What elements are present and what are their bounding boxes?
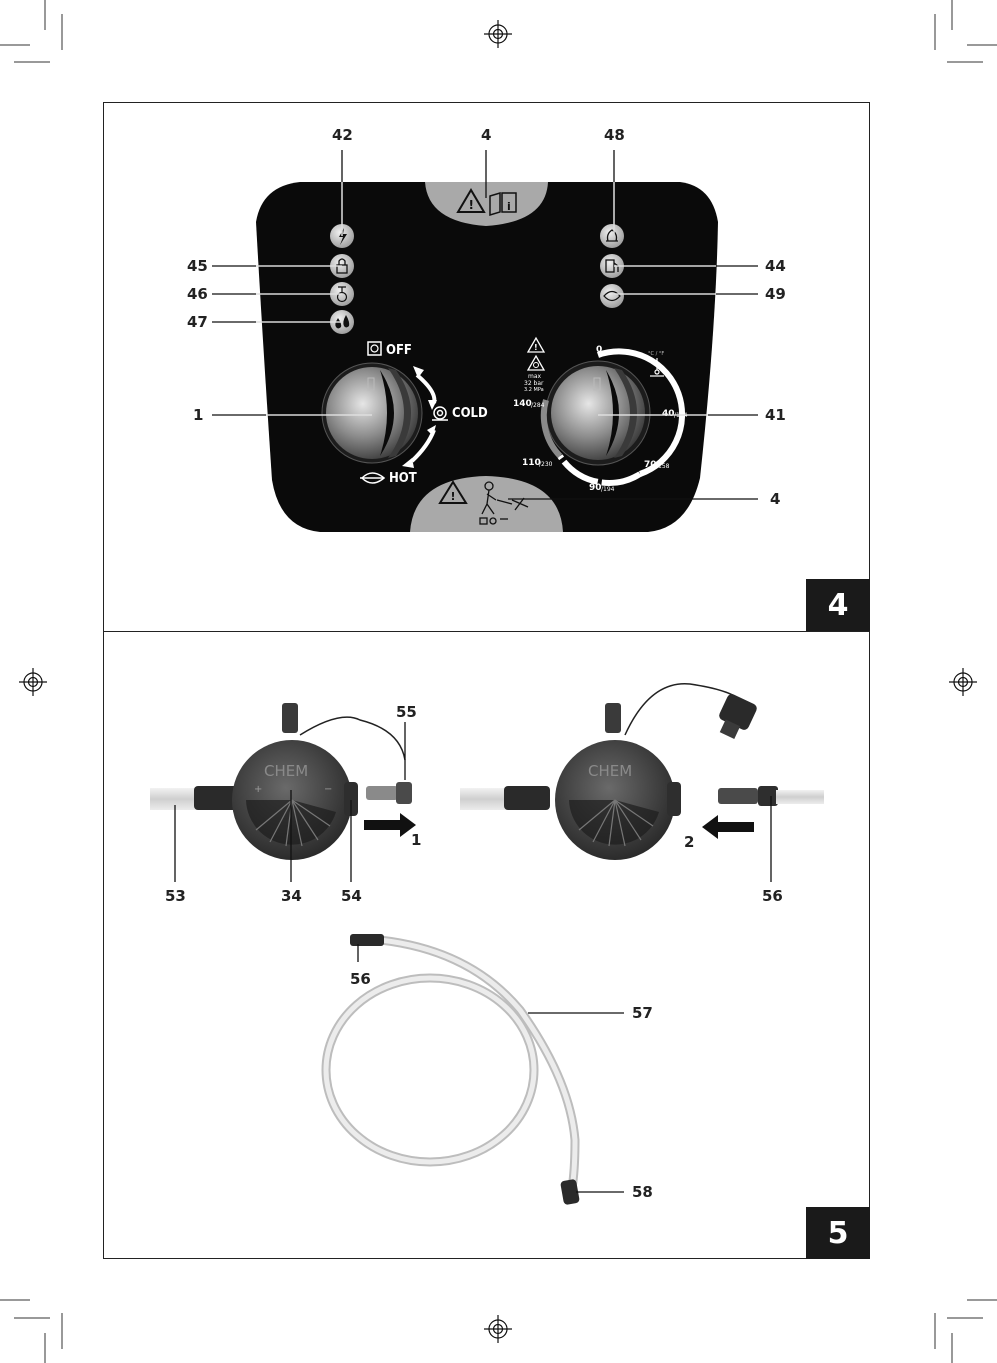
figure-frame	[103, 102, 870, 1259]
suction-hose	[321, 935, 580, 1189]
temp-scale-gray	[540, 399, 563, 459]
scale-70: 70	[644, 460, 657, 470]
svg-text:!: !	[469, 198, 474, 212]
callout-49: 49	[765, 285, 786, 303]
callout-1: 1	[193, 406, 204, 424]
scale-0: 0	[596, 345, 602, 355]
temp-scale-white-2	[557, 454, 642, 486]
filter-left	[150, 703, 412, 860]
spray-hazard-icon	[479, 481, 529, 525]
burner-icon	[606, 229, 618, 242]
scale-140-f: /284	[531, 402, 545, 409]
detergent-drops-icon	[335, 315, 350, 329]
callout-58: 58	[632, 1183, 653, 1201]
cold-label: COLD	[452, 406, 488, 421]
svg-text:+: +	[254, 784, 262, 795]
crosshair-icon	[19, 20, 977, 1343]
figure-number-5: 5	[806, 1207, 870, 1259]
svg-text:!: !	[534, 343, 538, 352]
chem-label-right: CHEM	[588, 762, 632, 780]
callout-step-1: 1	[411, 831, 422, 849]
warning-triangle-icon	[456, 188, 486, 213]
warning-triangle-icon	[526, 336, 546, 371]
arrow-left-icon	[702, 815, 754, 839]
pump-motor-icon	[336, 286, 348, 303]
svg-text:i: i	[507, 200, 511, 213]
scale-40: 40	[662, 409, 675, 419]
pump-icon	[432, 406, 448, 421]
callout-44: 44	[765, 257, 786, 275]
temp-scale-white	[597, 348, 686, 477]
callout-step-2: 2	[684, 833, 695, 851]
warning-triangle-icon	[438, 480, 468, 504]
svg-text:−: −	[324, 784, 332, 795]
figure-number-4: 4	[806, 579, 870, 631]
callout-57: 57	[632, 1004, 653, 1022]
callout-34: 34	[281, 887, 302, 905]
hot-label: HOT	[389, 471, 417, 486]
scale-90: 90	[589, 483, 602, 493]
hose-connector	[350, 934, 384, 946]
hose-filter-end	[560, 1179, 580, 1205]
callout-56-hose: 56	[350, 970, 371, 988]
max-label: max	[528, 373, 542, 380]
eco-leaf-icon	[603, 290, 621, 302]
callout-leader-lines	[174, 722, 772, 1193]
scale-70-f: /158	[656, 463, 670, 470]
callout-42: 42	[332, 126, 353, 144]
callout-4-bottom: 4	[770, 490, 781, 508]
eco-leaf-icon	[360, 472, 386, 484]
temperature-knob	[545, 360, 651, 466]
mode-selector-knob	[321, 362, 423, 464]
callout-56-right: 56	[762, 887, 783, 905]
callout-41: 41	[765, 406, 786, 424]
chem-label-left: CHEM	[264, 762, 308, 780]
scale-110-f: /230	[539, 461, 553, 468]
svg-text:!: !	[451, 490, 456, 503]
top-warning-tab	[425, 182, 548, 226]
bar-label: 32 bar	[524, 380, 544, 387]
off-label: OFF	[386, 343, 412, 358]
callout-47: 47	[187, 313, 208, 331]
scale-140: 140	[513, 399, 532, 409]
filter-right	[460, 683, 824, 860]
degc-label: °C / °F	[648, 351, 664, 357]
scale-110: 110	[522, 458, 541, 468]
scale-90-f: /194	[601, 486, 615, 493]
callout-53: 53	[165, 887, 186, 905]
callout-54: 54	[341, 887, 362, 905]
off-icon	[367, 341, 382, 356]
lock-icon	[336, 258, 348, 274]
mpa-label: 3.2 MPa	[524, 387, 544, 393]
callout-45: 45	[187, 257, 208, 275]
thermometer-icon	[650, 358, 664, 377]
control-panel-illustration: ! i !	[212, 150, 758, 532]
callout-leader-lines-white	[256, 182, 716, 416]
callout-46: 46	[187, 285, 208, 303]
figure-divider	[103, 631, 870, 632]
indicator-lamps-right	[600, 224, 624, 308]
lightning-icon	[339, 228, 347, 245]
arrow-right-icon	[364, 813, 416, 837]
callout-48: 48	[604, 126, 625, 144]
manual-book-icon	[489, 191, 517, 217]
callout-4-top: 4	[481, 126, 492, 144]
callout-55: 55	[396, 703, 417, 721]
